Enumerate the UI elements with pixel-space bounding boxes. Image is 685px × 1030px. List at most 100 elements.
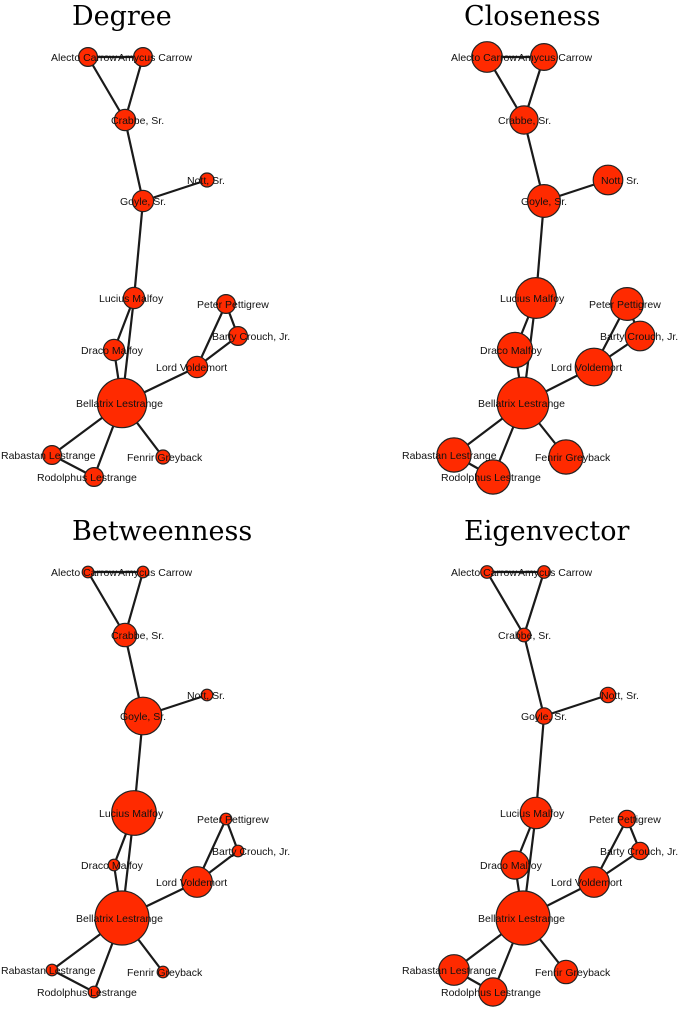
node-goyle (131, 189, 155, 213)
edge-crabbe-goyle (522, 633, 546, 718)
node-label-bellatrix: Bellatrix Lestrange (478, 398, 565, 410)
node-label-lucius: Lucius Malfoy (99, 293, 164, 305)
node-label-voldemort: Lord Voldemort (551, 877, 622, 889)
panel-title-degree: Degree (72, 1, 172, 32)
node-label-bellatrix: Bellatrix Lestrange (76, 913, 163, 925)
node-label-crabbe: Crabbe, Sr. (498, 115, 551, 127)
node-crabbe (113, 108, 137, 132)
node-alecto (81, 565, 95, 579)
edge-goyle-nott (141, 178, 209, 203)
node-label-fenrir: Fenrir Greyback (535, 452, 611, 464)
node-label-nott: Nott, Sr. (187, 690, 225, 702)
node-label-rabastan: Rabastan Lestrange (1, 450, 96, 462)
node-label-bellatrix: Bellatrix Lestrange (478, 913, 565, 925)
node-draco (102, 338, 126, 362)
node-label-alecto: Alecto Carrow (451, 567, 517, 579)
node-peter (617, 809, 637, 829)
node-label-alecto: Alecto Carrow (51, 567, 117, 579)
node-alecto (471, 41, 503, 73)
node-crabbe (112, 622, 138, 648)
node-amycus (530, 42, 559, 71)
node-label-fenrir: Fenrir Greyback (127, 452, 203, 464)
node-bellatrix (96, 377, 148, 429)
edge-goyle-lucius (132, 199, 145, 300)
node-nott (592, 164, 624, 196)
node-fenrir (553, 959, 579, 985)
node-bellatrix (496, 376, 550, 430)
node-label-amycus: Amycus Carrow (518, 567, 593, 579)
node-fenrir (156, 965, 170, 979)
node-label-draco: Draco Malfoy (480, 345, 543, 357)
node-nott (199, 172, 215, 188)
node-label-goyle: Goyle, Sr. (120, 711, 166, 723)
node-label-voldemort: Lord Voldemort (156, 362, 227, 374)
node-bellatrix (94, 890, 150, 946)
edge-alecto-crabbe (485, 570, 526, 637)
node-label-rabastan: Rabastan Lestrange (1, 965, 96, 977)
node-label-peter: Peter Pettigrew (589, 814, 661, 826)
nodes (41, 46, 249, 488)
node-fenrir (155, 449, 171, 465)
nodes (45, 565, 245, 999)
node-fenrir (548, 439, 584, 475)
node-label-bellatrix: Bellatrix Lestrange (76, 398, 163, 410)
node-voldemort (574, 347, 614, 387)
node-label-goyle: Goyle, Sr. (120, 196, 166, 208)
node-lucius (514, 277, 557, 320)
node-label-draco: Draco Malfoy (81, 345, 144, 357)
node-label-amycus: Amycus Carrow (518, 52, 593, 64)
node-label-rodolphus: Rodolphus Lestrange (37, 472, 137, 484)
node-label-rabastan: Rabastan Lestrange (402, 450, 497, 462)
edge-rabastan-rodolphus (50, 968, 96, 994)
node-rabastan (438, 954, 470, 986)
node-rabastan (41, 445, 62, 466)
edge-crabbe-goyle (123, 118, 145, 203)
node-label-alecto: Alecto Carrow (51, 52, 117, 64)
node-label-goyle: Goyle, Sr. (521, 711, 567, 723)
node-label-rodolphus: Rodolphus Lestrange (441, 987, 541, 999)
node-label-nott: Nott, Sr. (601, 175, 639, 187)
node-label-peter: Peter Pettigrew (197, 814, 269, 826)
node-barty (231, 844, 245, 858)
node-label-lucius: Lucius Malfoy (99, 808, 164, 820)
node-label-lucius: Lucius Malfoy (500, 293, 565, 305)
node-rodolphus (475, 459, 511, 495)
node-barty (228, 326, 249, 347)
node-rodolphus (87, 985, 101, 999)
node-amycus (133, 46, 154, 67)
node-label-crabbe: Crabbe, Sr. (111, 115, 164, 127)
node-goyle (535, 707, 553, 725)
node-goyle (526, 184, 561, 219)
node-label-goyle: Goyle, Sr. (521, 196, 567, 208)
edge-alecto-crabbe (86, 55, 127, 122)
node-nott (200, 688, 214, 702)
node-goyle (123, 696, 163, 736)
node-peter (610, 287, 645, 322)
node-peter (219, 812, 233, 826)
node-alecto (77, 46, 98, 67)
node-label-voldemort: Lord Voldemort (156, 877, 227, 889)
node-label-peter: Peter Pettigrew (197, 299, 269, 311)
node-label-alecto: Alecto Carrow (451, 52, 517, 64)
node-label-nott: Nott, Sr. (601, 690, 639, 702)
node-draco (500, 850, 530, 880)
node-amycus (537, 565, 551, 579)
node-label-fenrir: Fenrir Greyback (127, 967, 203, 979)
node-barty (630, 841, 650, 861)
node-lucius (519, 796, 553, 830)
node-label-amycus: Amycus Carrow (118, 567, 193, 579)
node-label-rodolphus: Rodolphus Lestrange (37, 987, 137, 999)
node-draco (496, 331, 534, 369)
node-label-barty: Barty Crouch, Jr. (212, 331, 290, 343)
node-label-rodolphus: Rodolphus Lestrange (441, 472, 541, 484)
node-crabbe (516, 627, 532, 643)
edge-goyle-nott (542, 693, 610, 718)
node-label-peter: Peter Pettigrew (589, 299, 661, 311)
